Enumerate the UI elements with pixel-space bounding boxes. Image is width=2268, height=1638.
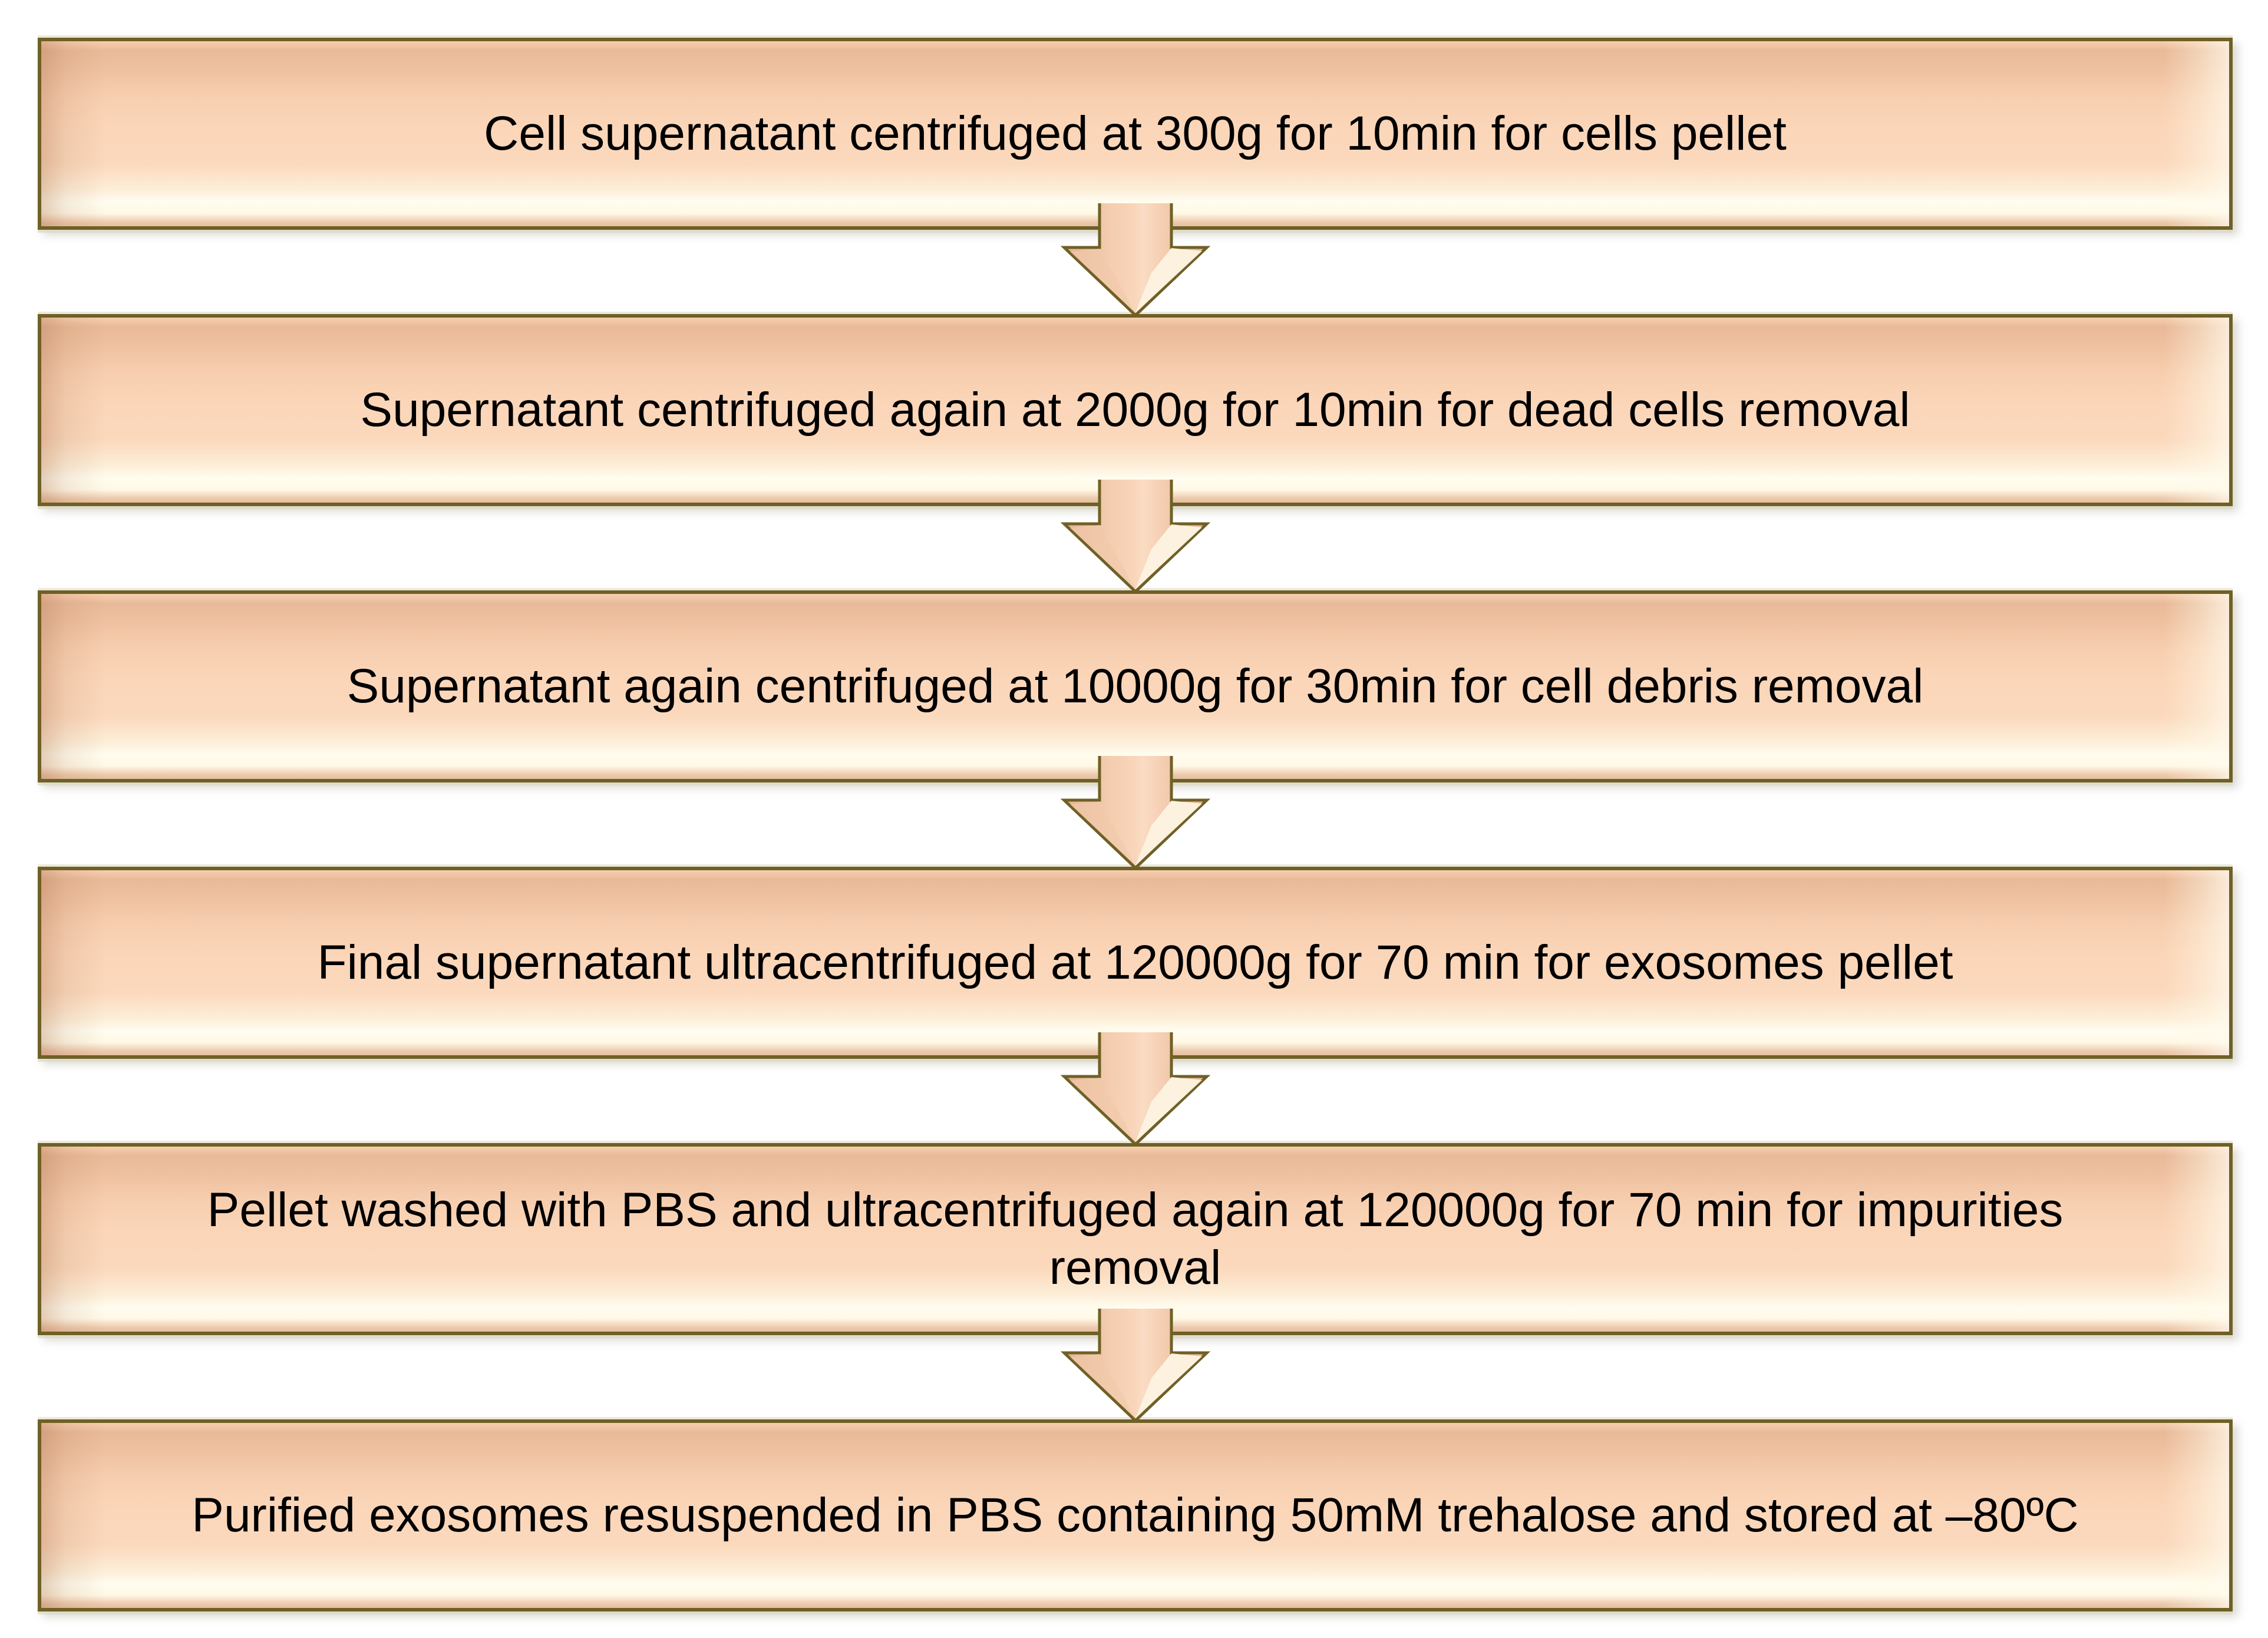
flow-step-box-6: Purified exosomes resuspended in PBS con… — [38, 1419, 2233, 1611]
flow-step-box-1: Cell supernatant centrifuged at 300g for… — [38, 38, 2233, 230]
step-text-1: Cell supernatant centrifuged at 300g for… — [484, 106, 1787, 160]
step-text-5: Pellet washed with PBS and ultracentrifu… — [207, 1183, 2064, 1294]
down-arrow-icon — [1060, 756, 1210, 870]
down-arrow-icon — [1060, 1032, 1210, 1147]
connector-5 — [38, 1309, 2233, 1423]
down-arrow-icon — [1060, 1309, 1210, 1423]
connector-1 — [38, 203, 2233, 318]
down-arrow-icon — [1060, 203, 1210, 318]
step-text-6: Purified exosomes resuspended in PBS con… — [192, 1488, 2079, 1542]
flow-step-box-4: Final supernatant ultracentrifuged at 12… — [38, 867, 2233, 1059]
flow-step-box-3: Supernatant again centrifuged at 10000g … — [38, 590, 2233, 782]
down-arrow-icon — [1060, 480, 1210, 594]
step-text-4: Final supernatant ultracentrifuged at 12… — [317, 935, 1953, 989]
step-text-2: Supernatant centrifuged again at 2000g f… — [360, 382, 1910, 437]
connector-2 — [38, 480, 2233, 594]
flow-step-box-5: Pellet washed with PBS and ultracentrifu… — [38, 1143, 2233, 1335]
connector-3 — [38, 756, 2233, 870]
step-text-3: Supernatant again centrifuged at 10000g … — [346, 659, 1924, 713]
connector-4 — [38, 1032, 2233, 1147]
flow-step-box-2: Supernatant centrifuged again at 2000g f… — [38, 314, 2233, 506]
